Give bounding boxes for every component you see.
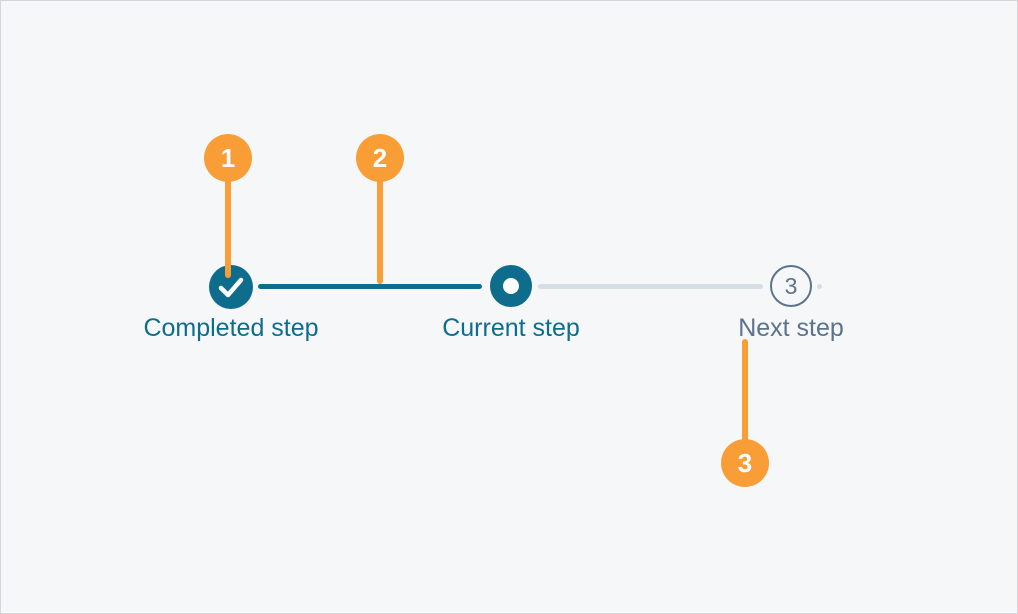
current-step-icon[interactable]: [490, 265, 532, 307]
annotation-badge-1-number: 1: [220, 142, 236, 173]
annotation-badge-3: 3: [721, 439, 769, 487]
annotation-line-2: [377, 158, 383, 284]
annotation-badge-1: 1: [204, 134, 252, 182]
connector-continuation-stub: [817, 284, 822, 289]
annotation-badge-3-number: 3: [737, 447, 753, 478]
next-step-icon[interactable]: 3: [770, 265, 812, 307]
current-step-label: Current step: [442, 314, 580, 342]
completed-step-label: Completed step: [143, 314, 319, 342]
completed-step-icon[interactable]: [209, 265, 253, 309]
next-step-label: Next step: [738, 314, 844, 342]
annotation-badge-2: 2: [356, 134, 404, 182]
annotation-badge-2-number: 2: [372, 142, 388, 173]
checkmark-icon: [218, 277, 244, 298]
completed-connector-line: [258, 284, 482, 289]
upcoming-connector-line: [538, 284, 763, 289]
annotation-line-1: [225, 158, 231, 278]
next-step-number: 3: [784, 272, 798, 299]
annotation-line-3: [742, 339, 748, 463]
